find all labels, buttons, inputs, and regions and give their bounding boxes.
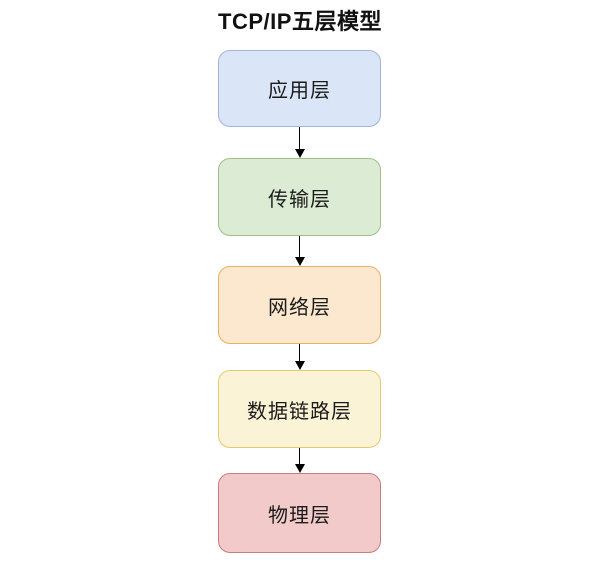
arrow-down-icon	[293, 344, 306, 370]
arrow-head	[294, 361, 305, 370]
arrow-down-icon	[293, 236, 306, 266]
arrow-shaft	[299, 448, 300, 464]
layer-box-data-link: 数据链路层	[218, 370, 381, 448]
arrow-head	[294, 149, 305, 158]
layer-box-physical: 物理层	[218, 473, 381, 553]
arrow-shaft	[299, 127, 300, 149]
arrow-down-icon	[293, 448, 306, 473]
layer-label-physical: 物理层	[268, 504, 331, 527]
layer-label-network: 网络层	[268, 296, 331, 319]
layer-label-application: 应用层	[268, 80, 331, 102]
layer-label-data-link: 数据链路层	[247, 400, 352, 423]
arrow-head	[294, 257, 305, 266]
arrow-shaft	[299, 344, 300, 361]
arrow-down-icon	[293, 127, 306, 158]
layer-box-application: 应用层	[218, 50, 381, 127]
arrow-head	[294, 464, 305, 473]
layer-box-network: 网络层	[218, 266, 381, 344]
diagram-title: TCP/IP五层模型	[218, 9, 382, 34]
arrow-shaft	[299, 236, 300, 257]
layer-box-transport: 传输层	[218, 158, 381, 236]
layer-label-transport: 传输层	[268, 188, 331, 211]
